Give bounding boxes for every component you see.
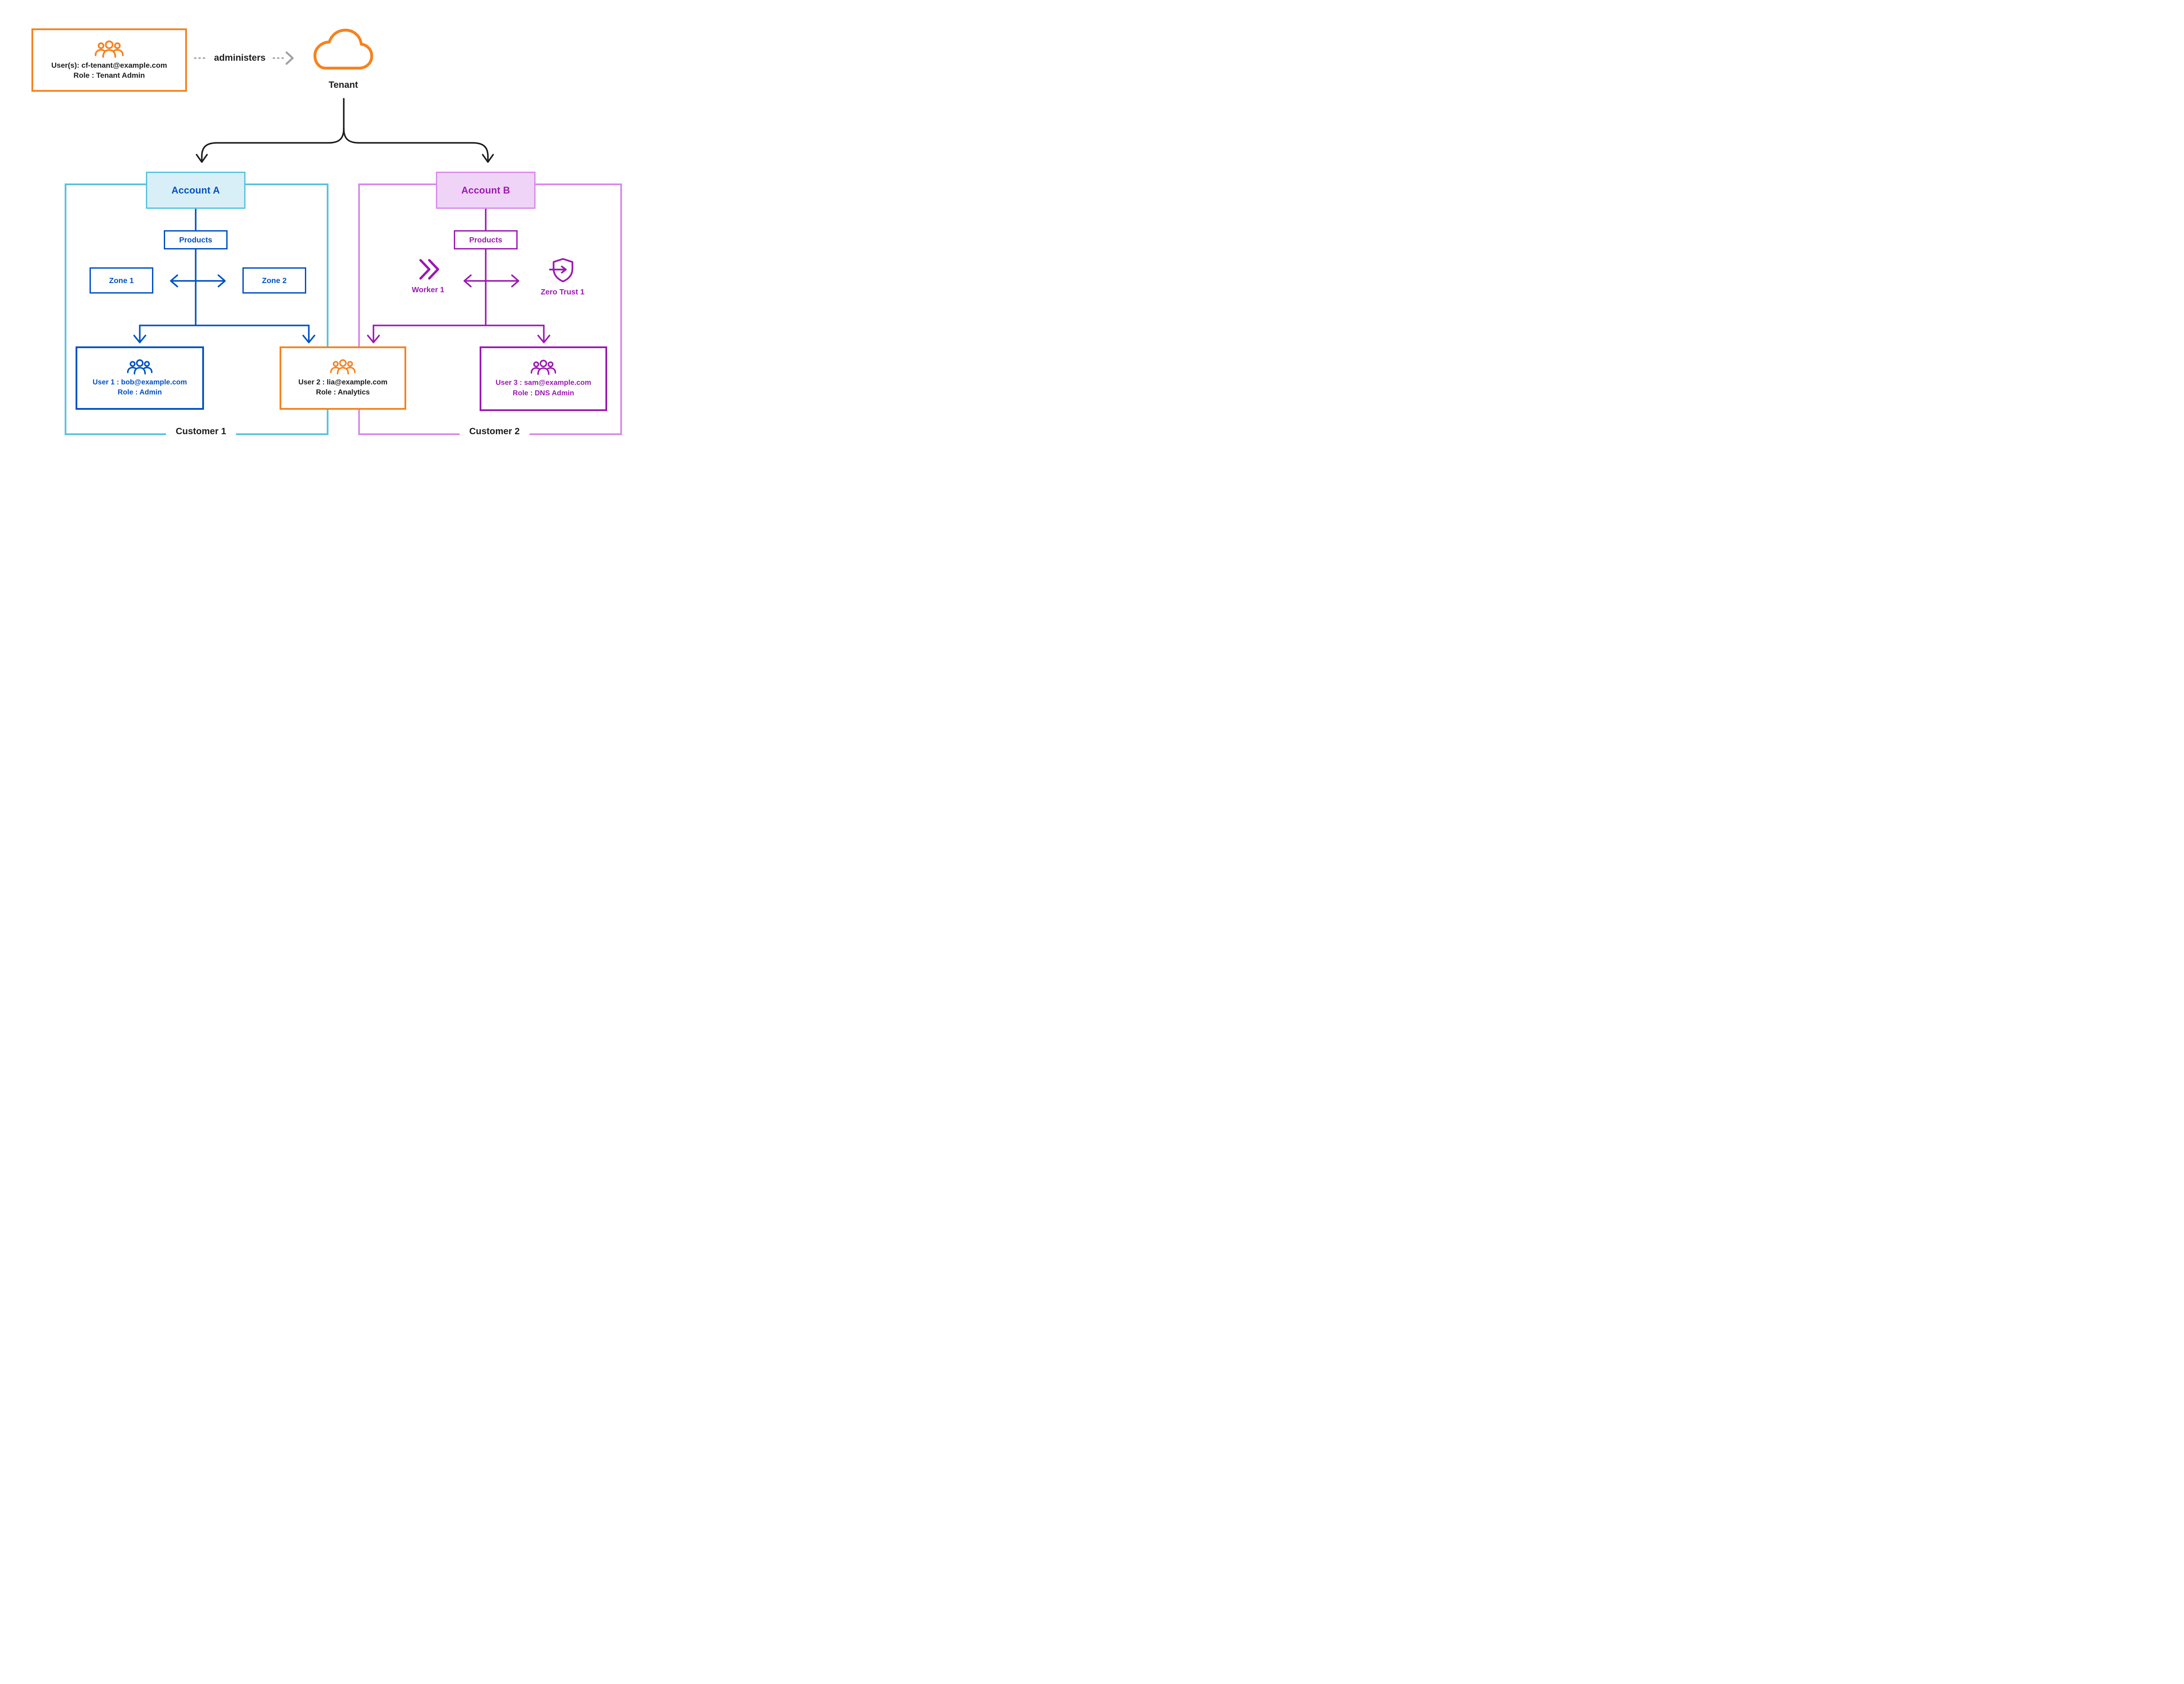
users-icon bbox=[531, 359, 556, 375]
account-a-box: Account A bbox=[146, 172, 245, 209]
zone2-label: Zone 2 bbox=[262, 276, 287, 285]
user2-role-text: Role : Analytics bbox=[316, 388, 370, 396]
zone1-box: Zone 1 bbox=[90, 267, 153, 294]
worker1-item: Worker 1 bbox=[395, 258, 461, 294]
zone1-label: Zone 1 bbox=[109, 276, 134, 285]
products-a-label: Products bbox=[179, 235, 212, 244]
user3-role-text: Role : DNS Admin bbox=[512, 389, 574, 397]
customer2-label: Customer 2 bbox=[460, 425, 529, 438]
users-icon bbox=[330, 359, 356, 375]
workers-icon bbox=[415, 258, 441, 281]
user1-name-text: User 1 : bob@example.com bbox=[93, 378, 187, 386]
user1-card: User 1 : bob@example.com Role : Admin bbox=[76, 346, 204, 410]
administers-label: administers bbox=[211, 53, 268, 63]
users-icon bbox=[127, 359, 152, 375]
tenant-admin-users-text: User(s): cf-tenant@example.com bbox=[51, 61, 167, 69]
worker1-label: Worker 1 bbox=[411, 285, 445, 294]
diagram-canvas: User(s): cf-tenant@example.com Role : Te… bbox=[0, 0, 676, 467]
user3-card: User 3 : sam@example.com Role : DNS Admi… bbox=[480, 346, 607, 411]
products-b-label: Products bbox=[469, 235, 502, 244]
user2-card: User 2 : lia@example.com Role : Analytic… bbox=[280, 346, 406, 410]
zero-trust-label: Zero Trust 1 bbox=[540, 287, 585, 296]
account-b-box: Account B bbox=[436, 172, 536, 209]
account-a-label: Account A bbox=[171, 184, 220, 196]
products-b-box: Products bbox=[454, 230, 518, 249]
products-a-box: Products bbox=[164, 230, 228, 249]
zero-trust-item: Zero Trust 1 bbox=[526, 257, 599, 297]
shield-arrow-icon bbox=[549, 257, 576, 283]
user1-role-text: Role : Admin bbox=[117, 388, 162, 396]
tenant-branch-connector bbox=[196, 98, 494, 163]
user2-name-text: User 2 : lia@example.com bbox=[298, 378, 388, 386]
zone2-box: Zone 2 bbox=[242, 267, 306, 294]
account-b-label: Account B bbox=[461, 184, 510, 196]
tenant-admin-role-text: Role : Tenant Admin bbox=[73, 71, 145, 80]
customer1-label: Customer 1 bbox=[166, 425, 236, 438]
users-icon bbox=[95, 40, 124, 58]
tenant-admin-card: User(s): cf-tenant@example.com Role : Te… bbox=[31, 28, 187, 92]
tenant-label: Tenant bbox=[328, 80, 358, 90]
user3-name-text: User 3 : sam@example.com bbox=[495, 379, 591, 387]
cloud-icon bbox=[306, 24, 380, 77]
